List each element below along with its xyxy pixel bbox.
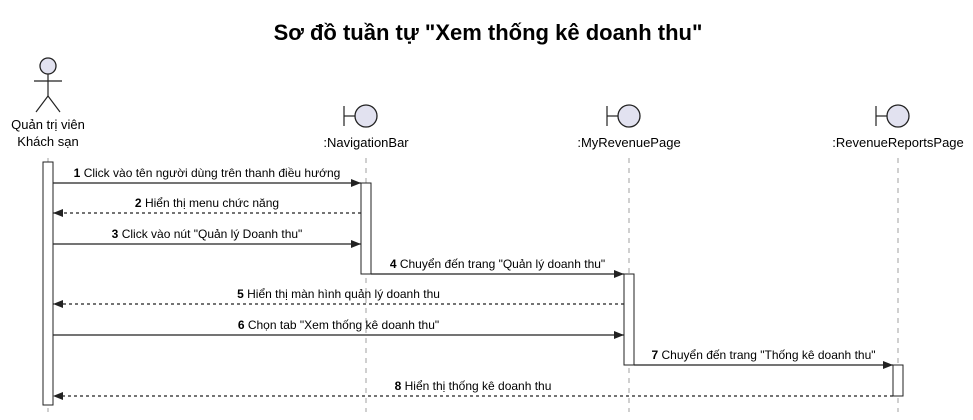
message-text: Hiển thị menu chức năng — [145, 196, 279, 210]
message-number: 4 — [390, 257, 397, 271]
message-7: 7 Chuyển đến trang "Thống kê doanh thu" — [634, 348, 893, 369]
arrowhead-icon — [614, 270, 624, 278]
arrowhead-icon — [614, 331, 624, 339]
message-label: 8 Hiển thị thống kê doanh thu — [395, 379, 552, 393]
message-label: 1 Click vào tên người dùng trên thanh đi… — [74, 166, 341, 180]
message-text: Chuyển đến trang "Thống kê doanh thu" — [662, 348, 876, 362]
participant-label: :NavigationBar — [323, 135, 409, 150]
participant-label: Quản trị viên — [11, 117, 85, 132]
message-label: 2 Hiển thị menu chức năng — [135, 196, 279, 210]
message-4: 4 Chuyển đến trang "Quản lý doanh thu" — [371, 257, 624, 278]
activation-my — [623, 273, 635, 366]
message-number: 1 — [74, 166, 81, 180]
message-label: 7 Chuyển đến trang "Thống kê doanh thu" — [651, 348, 875, 362]
message-number: 5 — [237, 287, 244, 301]
message-text: Click vào tên người dùng trên thanh điều… — [84, 166, 341, 180]
message-number: 7 — [651, 348, 658, 362]
message-label: 5 Hiển thị màn hình quản lý doanh thu — [237, 287, 440, 301]
message-text: Chọn tab "Xem thống kê doanh thu" — [248, 318, 439, 332]
message-number: 2 — [135, 196, 142, 210]
participant-label: Khách sạn — [17, 134, 78, 149]
arrowhead-icon — [53, 392, 63, 400]
message-text: Chuyển đến trang "Quản lý doanh thu" — [400, 257, 605, 271]
activation-rep — [892, 364, 904, 397]
message-text: Hiển thị thống kê doanh thu — [405, 379, 552, 393]
arrowhead-icon — [351, 240, 361, 248]
message-text: Hiển thị màn hình quản lý doanh thu — [247, 287, 440, 301]
arrowhead-icon — [53, 209, 63, 217]
message-3: 3 Click vào nút "Quản lý Doanh thu" — [53, 227, 361, 248]
message-number: 8 — [395, 379, 402, 393]
message-text: Click vào nút "Quản lý Doanh thu" — [122, 227, 303, 241]
message-number: 6 — [238, 318, 245, 332]
diagram-title: Sơ đồ tuần tự "Xem thống kê doanh thu" — [274, 20, 703, 45]
message-label: 6 Chọn tab "Xem thống kê doanh thu" — [238, 318, 439, 332]
message-1: 1 Click vào tên người dùng trên thanh đi… — [53, 166, 361, 187]
message-2: 2 Hiển thị menu chức năng — [53, 196, 361, 217]
arrowhead-icon — [53, 300, 63, 308]
arrowhead-icon — [351, 179, 361, 187]
participant-my: :MyRevenuePage — [577, 104, 681, 150]
message-6: 6 Chọn tab "Xem thống kê doanh thu" — [53, 318, 624, 339]
message-label: 4 Chuyển đến trang "Quản lý doanh thu" — [390, 257, 605, 271]
actor-leg-left — [35, 95, 49, 113]
participant-nav: :NavigationBar — [323, 104, 409, 150]
activation-admin — [42, 161, 54, 406]
message-label: 3 Click vào nút "Quản lý Doanh thu" — [112, 227, 303, 241]
actor-head — [39, 57, 57, 75]
participant-rep: :RevenueReportsPage — [832, 104, 964, 150]
message-5: 5 Hiển thị màn hình quản lý doanh thu — [53, 287, 624, 308]
boundary-circle — [354, 104, 378, 128]
boundary-circle — [617, 104, 641, 128]
activation-nav — [360, 182, 372, 275]
arrowhead-icon — [883, 361, 893, 369]
message-number: 3 — [112, 227, 119, 241]
boundary-circle — [886, 104, 910, 128]
participant-label: :MyRevenuePage — [577, 135, 680, 150]
participant-label: :RevenueReportsPage — [832, 135, 964, 150]
actor-leg-right — [47, 95, 61, 113]
message-8: 8 Hiển thị thống kê doanh thu — [53, 379, 893, 400]
